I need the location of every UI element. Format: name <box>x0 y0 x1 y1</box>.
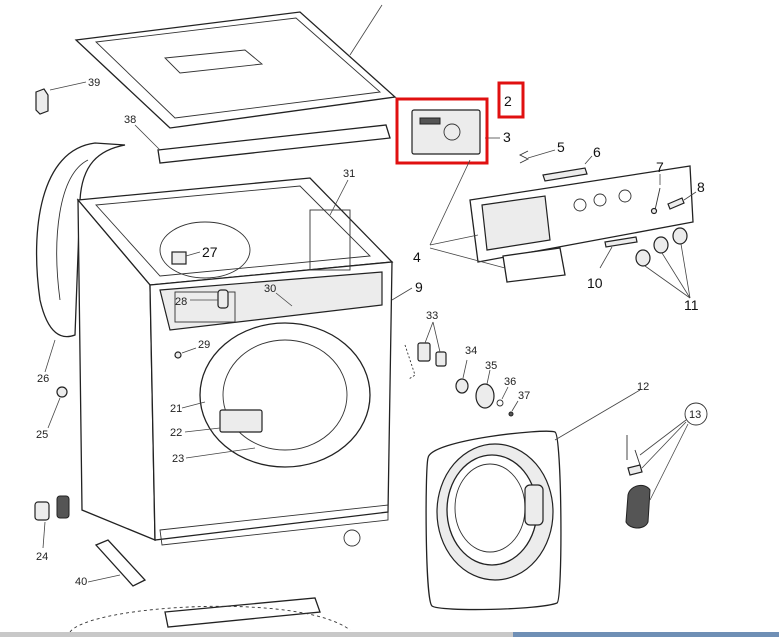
callout-21: 21 <box>170 403 182 415</box>
hinge-parts-21-23: 21 22 23 <box>170 401 263 465</box>
knobs-part-11: 11 <box>635 227 699 313</box>
part-7: 7 <box>650 159 664 215</box>
handle-parts-13: 13 <box>625 402 708 529</box>
callout-40: 40 <box>75 576 87 588</box>
callout-39: 39 <box>88 77 100 89</box>
callout-3: 3 <box>503 129 511 145</box>
part-24: 24 <box>34 495 70 563</box>
part-25: 25 <box>36 386 68 441</box>
door-gasket-part-26: 26 <box>35 142 126 385</box>
callout-29: 29 <box>198 339 210 351</box>
callout-7: 7 <box>656 159 664 175</box>
callout-25: 25 <box>36 429 48 441</box>
electronic-board-part-3: 3 <box>411 109 511 155</box>
callout-27: 27 <box>202 244 218 260</box>
part-6: 6 <box>542 144 601 182</box>
strip-part-38: 38 <box>124 114 391 164</box>
callout-11: 11 <box>684 297 699 313</box>
callout-23: 23 <box>172 453 184 465</box>
control-panel-part-4: 4 <box>413 159 694 283</box>
highlight-box-part-3 <box>395 97 489 165</box>
part-10: 10 <box>587 236 638 291</box>
callout-22: 22 <box>170 427 182 439</box>
callout-9: 9 <box>415 279 423 295</box>
plinth-part-40: 40 <box>69 539 351 633</box>
part-30: 30 <box>264 283 293 307</box>
door-lock-parts: 33 34 35 36 37 <box>404 310 530 417</box>
part-27: 27 <box>171 244 218 265</box>
callout-2: 2 <box>504 93 512 109</box>
bottom-bar-accent <box>513 632 779 637</box>
part-9: 9 <box>391 279 423 301</box>
top-cover <box>74 4 397 129</box>
callout-37: 37 <box>518 390 530 402</box>
callout-8: 8 <box>697 179 705 195</box>
callout-34: 34 <box>465 345 477 357</box>
part-8: 8 <box>667 179 705 210</box>
callout-35: 35 <box>485 360 497 372</box>
part-29: 29 <box>174 339 210 359</box>
callout-36: 36 <box>504 376 516 388</box>
part-28: 28 <box>175 289 229 309</box>
highlight-box-part-2 <box>497 81 525 119</box>
callout-33: 33 <box>426 310 438 322</box>
bottom-bar <box>0 632 779 637</box>
part-31: 31 <box>329 168 355 216</box>
callout-12: 12 <box>637 381 649 393</box>
callout-13: 13 <box>689 409 701 421</box>
callout-31: 31 <box>343 168 355 180</box>
callout-30: 30 <box>264 283 276 295</box>
callout-4: 4 <box>413 249 421 265</box>
door-assembly-part-12: 12 <box>425 381 649 611</box>
callout-38: 38 <box>124 114 136 126</box>
callout-26: 26 <box>37 373 49 385</box>
cabinet-body <box>76 177 394 547</box>
clip-part-39: 39 <box>35 77 100 115</box>
callout-6: 6 <box>593 144 601 160</box>
callout-28: 28 <box>175 296 187 308</box>
callout-24: 24 <box>36 551 48 563</box>
callout-10: 10 <box>587 275 603 291</box>
callout-5: 5 <box>557 139 565 155</box>
part-5: 5 <box>518 139 565 164</box>
